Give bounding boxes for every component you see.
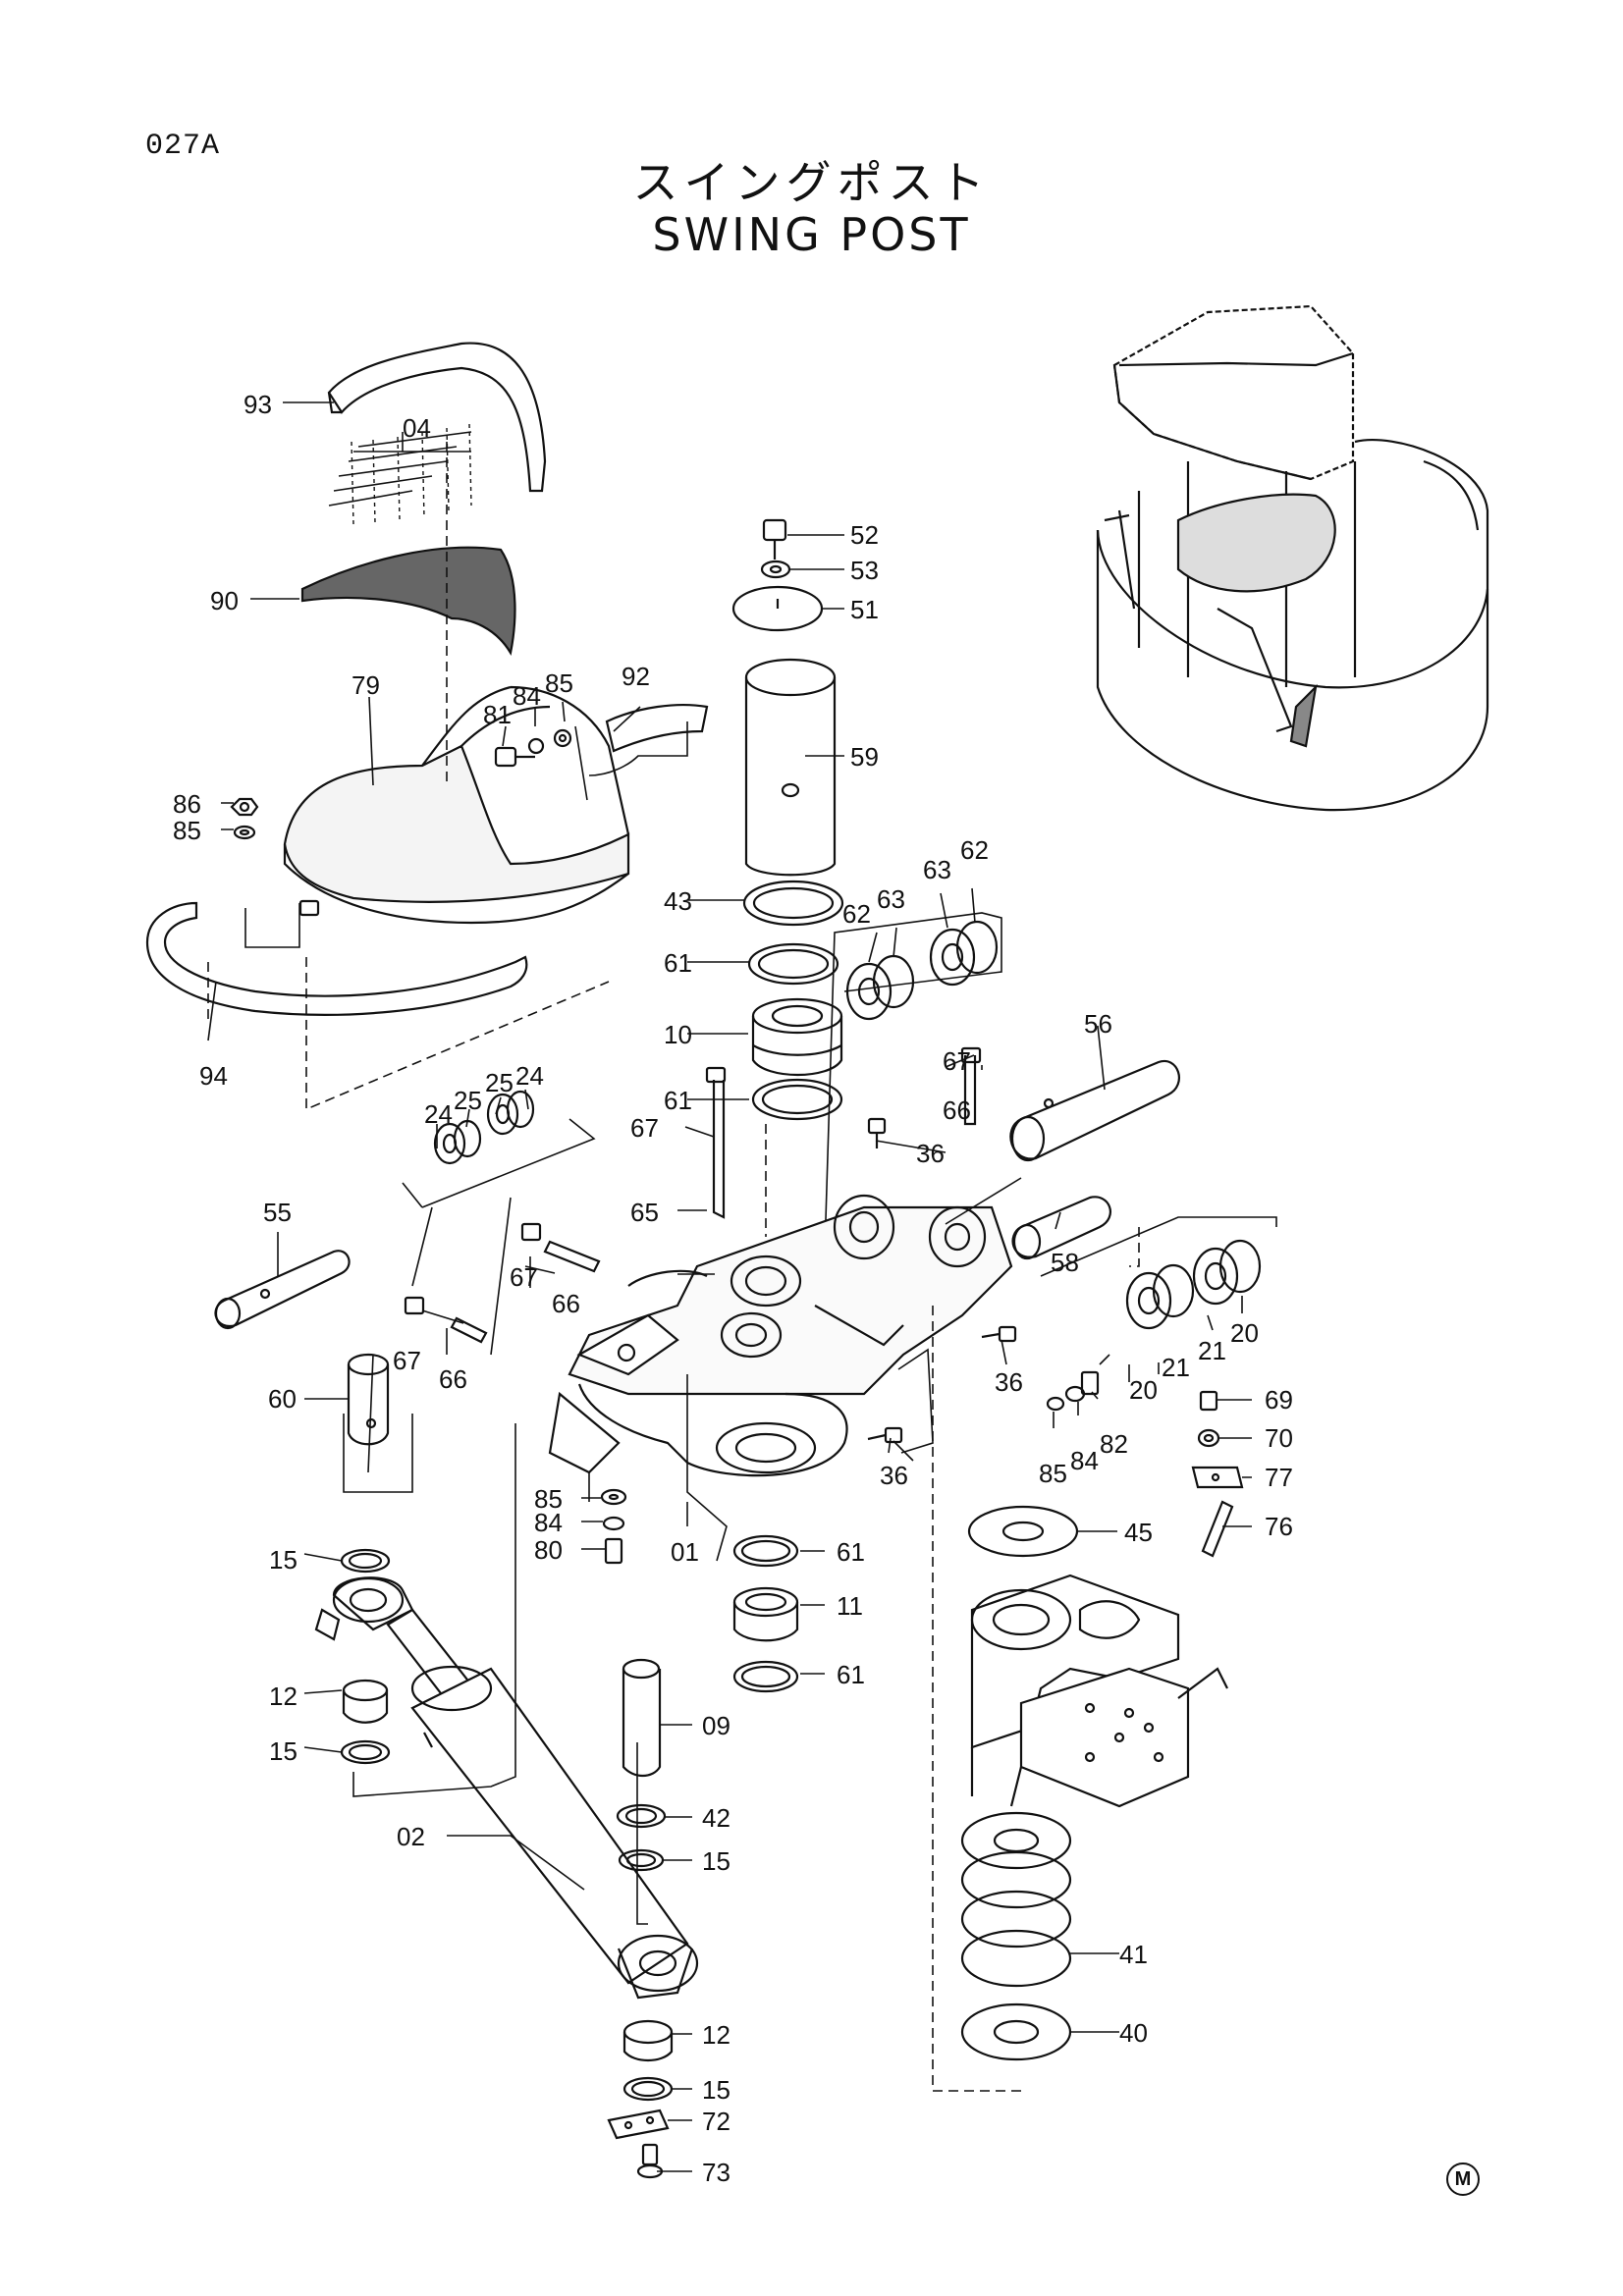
callout-85-left: 85 bbox=[173, 816, 201, 845]
callout-24-a: 24 bbox=[424, 1099, 453, 1129]
title-japanese: スイングポスト bbox=[632, 156, 991, 209]
callout-61-a: 61 bbox=[664, 948, 692, 978]
pin-09-set bbox=[616, 1658, 667, 1872]
callout-15-c: 15 bbox=[702, 1846, 730, 1876]
callout-61-c: 61 bbox=[837, 1537, 865, 1567]
cover-assembly bbox=[145, 342, 709, 1111]
callout-58: 58 bbox=[1051, 1248, 1079, 1277]
callout-09: 09 bbox=[702, 1711, 730, 1740]
swing-bracket bbox=[343, 1046, 1017, 1562]
callout-56: 56 bbox=[1084, 1009, 1112, 1039]
callout-21-a: 21 bbox=[1162, 1353, 1190, 1382]
callout-12-b: 12 bbox=[702, 2020, 730, 2050]
callout-85-low: 85 bbox=[534, 1484, 563, 1514]
callout-66-c: 66 bbox=[552, 1289, 580, 1318]
callout-24-b: 24 bbox=[515, 1061, 544, 1091]
center-pin-stack bbox=[731, 518, 844, 1237]
callout-42: 42 bbox=[702, 1803, 730, 1833]
lower-bushings bbox=[732, 1534, 799, 1693]
callout-72: 72 bbox=[702, 2107, 730, 2136]
callout-53: 53 bbox=[850, 556, 879, 585]
callout-85-top: 85 bbox=[545, 668, 573, 698]
callout-84-top: 84 bbox=[513, 681, 541, 711]
callout-86: 86 bbox=[173, 789, 201, 819]
callout-84-mid: 84 bbox=[1070, 1446, 1099, 1475]
callout-67-d: 67 bbox=[393, 1346, 421, 1375]
callout-92: 92 bbox=[622, 662, 650, 691]
callout-80: 80 bbox=[534, 1535, 563, 1565]
callout-61-b: 61 bbox=[664, 1086, 692, 1115]
callout-52: 52 bbox=[850, 520, 879, 550]
callout-25-a: 25 bbox=[454, 1086, 482, 1115]
callout-55: 55 bbox=[263, 1198, 292, 1227]
callout-69: 69 bbox=[1265, 1385, 1293, 1415]
callout-61-d: 61 bbox=[837, 1660, 865, 1689]
callout-77: 77 bbox=[1265, 1463, 1293, 1492]
callout-59: 59 bbox=[850, 742, 879, 772]
callout-01: 01 bbox=[671, 1537, 699, 1567]
callout-66-d: 66 bbox=[439, 1364, 467, 1394]
callout-66-a: 66 bbox=[943, 1095, 971, 1125]
callout-73: 73 bbox=[702, 2158, 730, 2187]
diagram-code: 027A bbox=[145, 130, 221, 163]
callout-63-b: 63 bbox=[923, 855, 951, 884]
callout-36-c: 36 bbox=[880, 1461, 908, 1490]
callout-62-b: 62 bbox=[960, 835, 989, 865]
callout-93: 93 bbox=[243, 390, 272, 419]
callout-11: 11 bbox=[837, 1591, 863, 1621]
callout-81: 81 bbox=[483, 700, 512, 729]
swing-frame bbox=[970, 1574, 1228, 1808]
callout-70: 70 bbox=[1265, 1423, 1293, 1453]
callout-25-b: 25 bbox=[485, 1068, 514, 1097]
callout-79: 79 bbox=[352, 670, 380, 700]
callout-20-b: 20 bbox=[1230, 1318, 1259, 1348]
callout-10: 10 bbox=[664, 1020, 692, 1049]
callout-85-mid: 85 bbox=[1039, 1459, 1067, 1488]
cylinder-assembly bbox=[314, 1423, 699, 2179]
callout-82: 82 bbox=[1100, 1429, 1128, 1459]
callout-41: 41 bbox=[1119, 1940, 1148, 1969]
callout-02: 02 bbox=[397, 1822, 425, 1851]
callout-45: 45 bbox=[1124, 1518, 1153, 1547]
callout-76: 76 bbox=[1265, 1512, 1293, 1541]
machine-overview-illustration bbox=[1096, 304, 1489, 812]
callout-65: 65 bbox=[630, 1198, 659, 1227]
callout-62-a: 62 bbox=[842, 899, 871, 929]
callout-15-b: 15 bbox=[269, 1736, 298, 1766]
manufacturer-mark: M bbox=[1446, 2163, 1480, 2196]
callout-63-a: 63 bbox=[877, 884, 905, 914]
callout-67-c: 67 bbox=[510, 1262, 538, 1292]
callout-21-b: 21 bbox=[1198, 1336, 1226, 1365]
leader-lines bbox=[207, 401, 1252, 2172]
title-english: SWING POST bbox=[652, 208, 971, 261]
callout-60: 60 bbox=[268, 1384, 297, 1414]
small-fasteners-cover bbox=[230, 728, 572, 917]
callout-15-a: 15 bbox=[269, 1545, 298, 1575]
callout-04: 04 bbox=[403, 413, 431, 443]
callout-90: 90 bbox=[210, 586, 239, 615]
callout-94: 94 bbox=[199, 1061, 228, 1091]
callout-36-a: 36 bbox=[916, 1139, 945, 1168]
callout-12-a: 12 bbox=[269, 1682, 298, 1711]
callout-67-b: 67 bbox=[630, 1113, 659, 1143]
callout-67-a: 67 bbox=[943, 1046, 971, 1076]
callout-15-d: 15 bbox=[702, 2075, 730, 2105]
callout-43: 43 bbox=[664, 886, 692, 916]
callout-20-a: 20 bbox=[1129, 1375, 1158, 1405]
callout-51: 51 bbox=[850, 595, 879, 624]
callout-84-low: 84 bbox=[534, 1508, 563, 1537]
callout-36-b: 36 bbox=[995, 1367, 1023, 1397]
callout-40: 40 bbox=[1119, 2018, 1148, 2048]
pins bbox=[214, 1055, 1180, 1446]
callout-labels: 93 04 90 79 81 84 85 92 86 85 94 52 53 5… bbox=[173, 390, 1293, 2187]
